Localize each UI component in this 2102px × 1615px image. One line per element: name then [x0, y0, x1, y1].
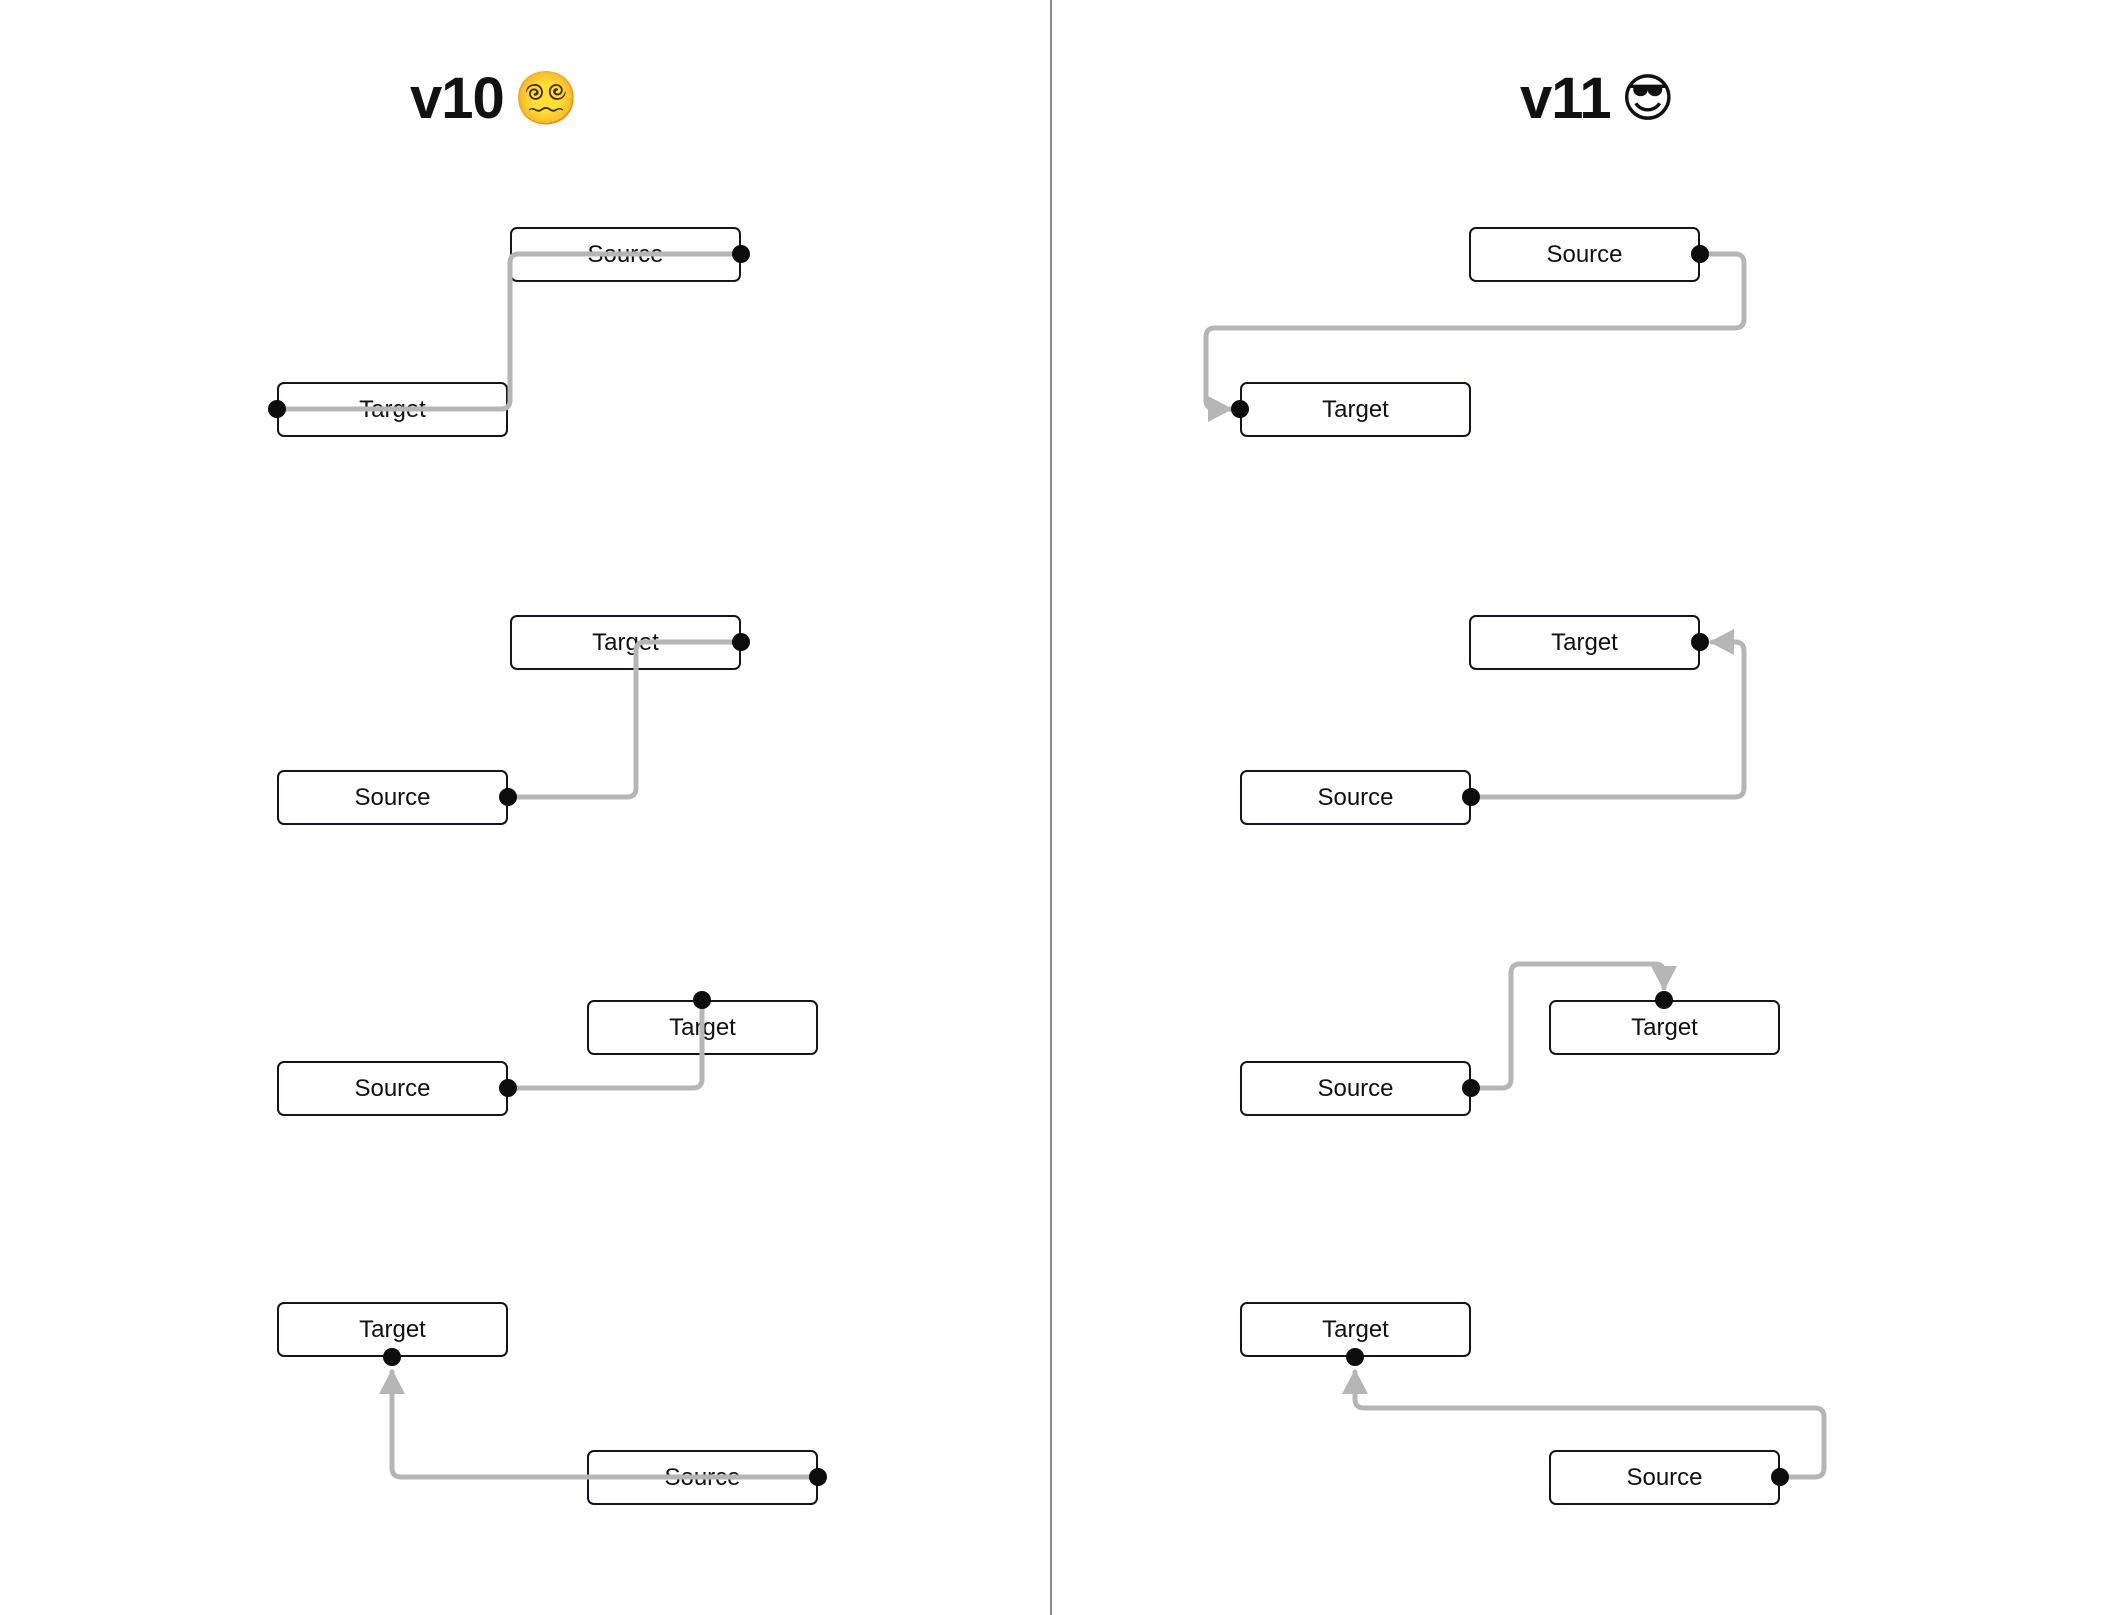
node-source[interactable]: Source	[277, 1061, 508, 1116]
node-source[interactable]: Source	[1469, 227, 1700, 282]
node-label: Target	[359, 395, 426, 423]
smiling-face-with-sunglasses-emoji: 😎	[1620, 70, 1675, 128]
source-handle-right[interactable]	[499, 788, 517, 806]
target-handle-right[interactable]	[732, 633, 750, 651]
node-label: Target	[1322, 395, 1389, 423]
target-handle-bottom[interactable]	[383, 1348, 401, 1366]
node-label: Source	[587, 240, 664, 268]
node-source[interactable]: Source	[510, 227, 741, 282]
source-handle-right[interactable]	[499, 1079, 517, 1097]
target-handle-right[interactable]	[1691, 633, 1709, 651]
node-label: Source	[1626, 1463, 1703, 1491]
node-label: Source	[1317, 783, 1394, 811]
node-label: Target	[592, 628, 659, 656]
node-label: Target	[1631, 1013, 1698, 1041]
source-handle-right[interactable]	[1691, 245, 1709, 263]
node-label: Target	[669, 1013, 736, 1041]
node-target[interactable]: Target	[277, 382, 508, 437]
node-target[interactable]: Target	[1240, 1302, 1471, 1357]
panel-title-v10: v10😵‍💫	[410, 70, 579, 128]
source-handle-right[interactable]	[1771, 1468, 1789, 1486]
node-target[interactable]: Target	[1240, 382, 1471, 437]
panel-title-v11-text: v11	[1520, 66, 1612, 131]
source-handle-right[interactable]	[1462, 1079, 1480, 1097]
node-label: Source	[354, 1074, 431, 1102]
target-handle-top[interactable]	[1655, 991, 1673, 1009]
node-source[interactable]: Source	[587, 1450, 818, 1505]
node-label: Source	[1317, 1074, 1394, 1102]
panel-title-v11: v11😎	[1520, 70, 1675, 128]
node-source[interactable]: Source	[1240, 770, 1471, 825]
node-label: Source	[664, 1463, 741, 1491]
target-handle-left[interactable]	[1231, 400, 1249, 418]
node-source[interactable]: Source	[1549, 1450, 1780, 1505]
target-handle-bottom[interactable]	[1346, 1348, 1364, 1366]
node-label: Target	[359, 1315, 426, 1343]
node-label: Source	[1546, 240, 1623, 268]
node-source[interactable]: Source	[277, 770, 508, 825]
panel-divider	[1050, 0, 1052, 1615]
target-handle-top[interactable]	[693, 991, 711, 1009]
source-handle-right[interactable]	[809, 1468, 827, 1486]
node-label: Target	[1551, 628, 1618, 656]
panel-title-v10-text: v10	[410, 66, 505, 131]
face-with-spiral-eyes-emoji: 😵‍💫	[513, 70, 579, 128]
node-target[interactable]: Target	[510, 615, 741, 670]
node-target[interactable]: Target	[1469, 615, 1700, 670]
node-source[interactable]: Source	[1240, 1061, 1471, 1116]
target-handle-left[interactable]	[268, 400, 286, 418]
node-label: Target	[1322, 1315, 1389, 1343]
source-handle-right[interactable]	[732, 245, 750, 263]
node-label: Source	[354, 783, 431, 811]
source-handle-right[interactable]	[1462, 788, 1480, 806]
